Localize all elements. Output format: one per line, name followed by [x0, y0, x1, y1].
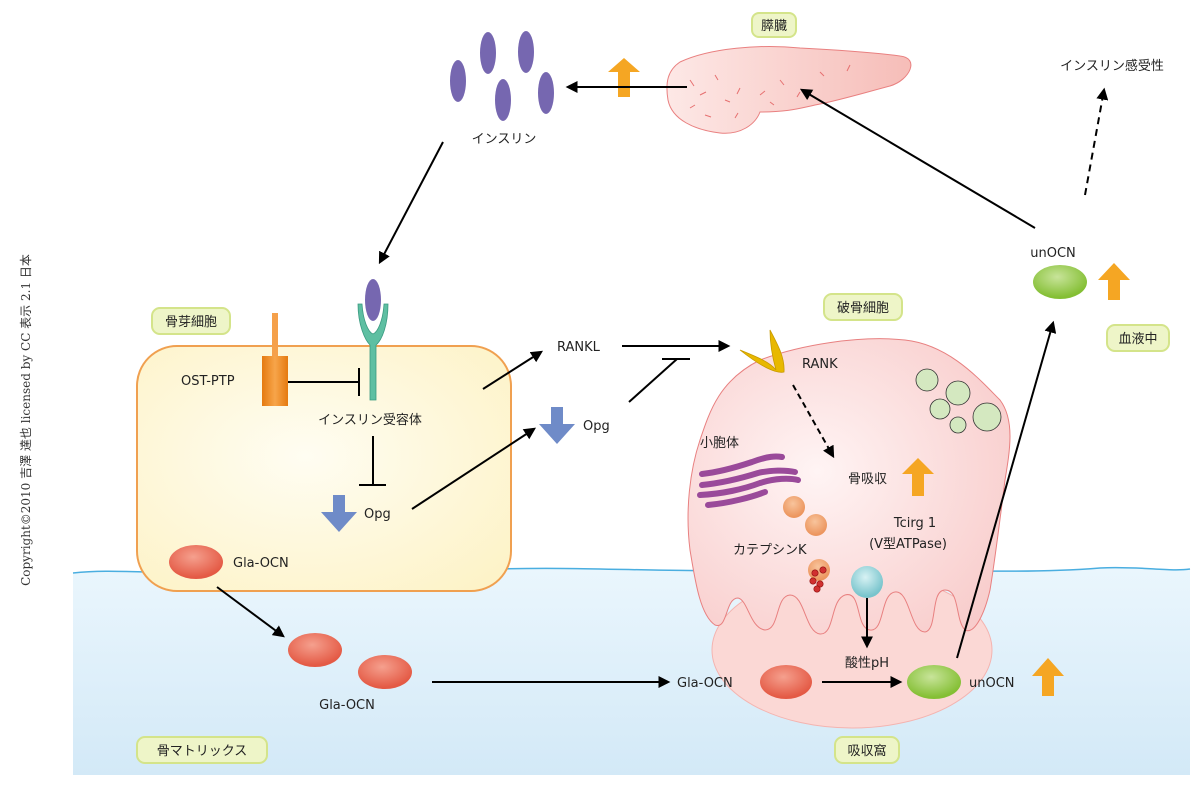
dashed-arrow-rank-resorption: [792, 384, 835, 459]
unocn-molecule-pit: [907, 665, 961, 699]
down-arrow-icon: [321, 495, 357, 532]
arrow-opg-secretion: [411, 427, 537, 510]
arrow-insulin-to-receptor: [378, 141, 444, 265]
golgi-apparatus: [697, 453, 801, 508]
label-unocn-pit: unOCN: [969, 676, 1015, 691]
up-arrow-icon: [1098, 263, 1130, 300]
tag-blood: 血液中: [1106, 324, 1170, 352]
svg-text:膵臓: 膵臓: [761, 19, 787, 34]
label-insulin-receptor: インスリン受容体: [318, 412, 422, 428]
up-arrow-icon: [608, 58, 640, 97]
arrow-unocn-to-pancreas: [799, 88, 1036, 229]
label-cathepsin-k: カテプシンK: [733, 543, 807, 558]
copyright-notice: Copyright©2010 吉澤 達也 licensed by CC 表示 2…: [19, 254, 33, 586]
cathepsin-vesicles: [783, 496, 830, 593]
inhibition-receptor-opg: [359, 436, 386, 486]
tag-bone-matrix: 骨マトリックス: [136, 736, 268, 764]
tag-osteoblast: 骨芽細胞: [151, 307, 231, 335]
gla-ocn-molecule-matrix: [288, 633, 342, 667]
tag-osteoclast: 破骨細胞: [823, 293, 903, 321]
svg-text:破骨細胞: 破骨細胞: [837, 301, 889, 316]
unocn-molecule-blood: [1033, 265, 1087, 299]
gla-ocn-molecule-matrix: [358, 655, 412, 689]
label-rankl: RANKL: [557, 340, 601, 355]
arrow-unocn-to-blood: [956, 320, 1057, 659]
label-opg-inside: Opg: [364, 507, 391, 522]
ost-ptp-protein: [262, 313, 288, 406]
label-gla-ocn-pit: Gla-OCN: [677, 676, 733, 691]
label-insulin-sensitivity: インスリン感受性: [1060, 58, 1164, 74]
up-arrow-icon: [902, 458, 934, 496]
label-golgi: 小胞体: [700, 436, 739, 451]
arrow-osteoblast-to-rankl: [482, 350, 544, 390]
label-gla-ocn-cell: Gla-OCN: [233, 556, 289, 571]
lysosomes: [915, 368, 1002, 434]
svg-text:吸収窩: 吸収窩: [847, 743, 886, 759]
tcirg1-pump: [851, 566, 883, 598]
inhibition-opg-rankl: [628, 358, 690, 403]
label-ost-ptp: OST-PTP: [181, 374, 235, 389]
svg-text:血液中: 血液中: [1118, 332, 1157, 347]
svg-text:Copyright©2010 吉澤 達也 licensed: Copyright©2010 吉澤 達也 licensed by CC 表示 2…: [19, 254, 33, 586]
rank-receptor: [739, 329, 785, 373]
label-tcirg1: Tcirg 1: [893, 516, 936, 531]
up-arrow-icon: [1032, 658, 1064, 696]
label-bone-resorption: 骨吸収: [848, 472, 887, 487]
label-unocn-blood: unOCN: [1030, 246, 1076, 261]
dashed-arrow-insulin-sensitivity: [1084, 87, 1109, 196]
label-v-atpase: (V型ATPase): [869, 537, 947, 552]
inhibition-ostptp-receptor: [288, 368, 360, 396]
label-acidic-ph: 酸性pH: [845, 656, 889, 671]
label-opg-outside: Opg: [583, 419, 610, 434]
insulin-receptor: [357, 279, 389, 401]
label-rank: RANK: [802, 357, 838, 372]
label-gla-ocn-matrix: Gla-OCN: [319, 698, 375, 713]
gla-ocn-molecule-pit: [760, 665, 812, 699]
down-arrow-icon: [539, 407, 575, 444]
tag-pancreas: 膵臓: [751, 12, 797, 38]
insulin-molecules: [450, 31, 554, 121]
arrow-gla-ocn-to-matrix: [216, 586, 285, 638]
tag-resorption-pit: 吸収窩: [834, 736, 900, 764]
osteoclast-cell: [687, 338, 1011, 729]
pancreas: [666, 46, 912, 134]
osteoblast-cell: [136, 345, 512, 592]
svg-text:骨マトリックス: 骨マトリックス: [157, 744, 248, 759]
label-insulin: インスリン: [472, 132, 537, 147]
svg-text:骨芽細胞: 骨芽細胞: [165, 315, 217, 330]
gla-ocn-molecule-cell: [169, 545, 223, 579]
